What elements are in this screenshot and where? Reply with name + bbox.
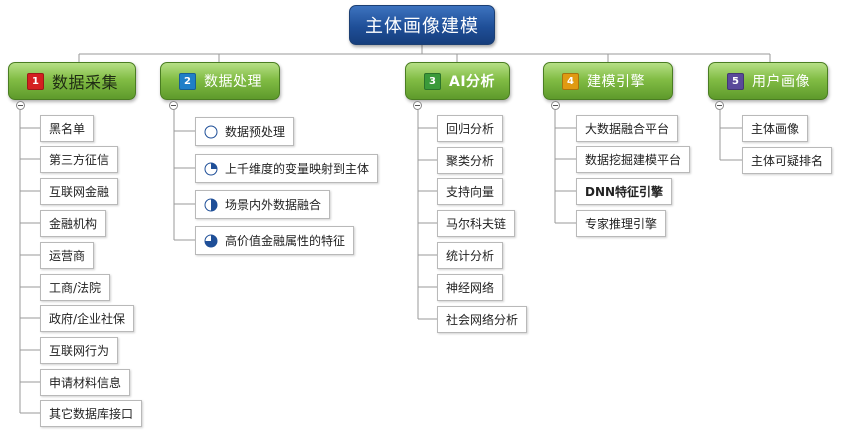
branch-number-badge: 3 — [424, 72, 441, 90]
leaf-label: 马尔科夫链 — [446, 217, 507, 231]
leaf-topic[interactable]: 主体画像 — [742, 115, 809, 142]
leaf-label: 聚类分析 — [446, 154, 495, 168]
progress-pie-outline — [204, 125, 218, 138]
leaf-label: 回归分析 — [446, 122, 495, 136]
leaf-label: 申请材料信息 — [49, 376, 122, 390]
leaf-topic[interactable]: 数据挖掘建模平台 — [576, 146, 691, 173]
progress-pie-icon — [204, 234, 218, 247]
leaf-label: 社会网络分析 — [446, 313, 519, 327]
leaf-topic[interactable]: 黑名单 — [40, 115, 95, 142]
leaf-topic[interactable]: 统计分析 — [437, 242, 504, 269]
progress-pie-fill — [205, 234, 217, 247]
collapse-toggle-icon[interactable] — [16, 101, 25, 110]
leaf-label: 互联网行为 — [49, 344, 110, 358]
leaf-topic[interactable]: 运营商 — [40, 242, 95, 269]
leaf-topic[interactable]: 场景内外数据融合 — [195, 190, 331, 219]
branch-label: 数据处理 — [204, 74, 262, 90]
leaf-label: 神经网络 — [446, 281, 495, 295]
leaf-topic[interactable]: 互联网行为 — [40, 337, 119, 364]
progress-pie-fill — [211, 198, 217, 211]
progress-pie-icon — [204, 198, 218, 211]
leaf-topic[interactable]: 支持向量 — [437, 178, 504, 205]
branch-label: AI分析 — [449, 74, 496, 90]
leaf-label: 主体可疑排名 — [751, 154, 824, 168]
branch-label: 数据采集 — [52, 73, 119, 92]
leaf-topic[interactable]: 专家推理引擎 — [576, 210, 667, 237]
leaf-label: 互联网金融 — [49, 185, 110, 199]
branch-label: 建模引擎 — [587, 74, 645, 90]
leaf-label: 统计分析 — [446, 249, 495, 263]
leaf-topic[interactable]: 上千维度的变量映射到主体 — [195, 154, 379, 183]
root-topic[interactable]: 主体画像建模 — [349, 5, 495, 45]
leaf-topic[interactable]: 工商/法院 — [40, 274, 111, 301]
leaf-label: 高价值金融属性的特征 — [225, 234, 346, 248]
leaf-label: 政府/企业社保 — [49, 312, 126, 326]
root-topic-label: 主体画像建模 — [365, 16, 479, 37]
progress-pie-icon — [204, 125, 218, 138]
leaf-label: 专家推理引擎 — [585, 217, 658, 231]
leaf-label: 支持向量 — [446, 185, 495, 199]
leaf-topic[interactable]: 神经网络 — [437, 274, 504, 301]
leaf-topic[interactable]: 数据预处理 — [195, 117, 295, 146]
leaf-topic[interactable]: 其它数据库接口 — [40, 400, 143, 427]
leaf-topic[interactable]: DNN特征引擎 — [576, 178, 673, 205]
branch-number-badge: 1 — [27, 72, 44, 90]
leaf-label: 第三方征信 — [49, 153, 110, 167]
leaf-topic[interactable]: 聚类分析 — [437, 147, 504, 174]
collapse-toggle-icon[interactable] — [169, 101, 178, 110]
progress-pie-fill — [211, 162, 217, 169]
branch-number-badge: 5 — [727, 72, 744, 90]
branch-modeling-engine[interactable]: 4 建模引擎 — [543, 62, 673, 100]
leaf-label: 金融机构 — [49, 217, 98, 231]
leaf-topic[interactable]: 大数据融合平台 — [576, 115, 679, 142]
leaf-label: 工商/法院 — [49, 281, 102, 295]
collapse-toggle-icon[interactable] — [413, 101, 422, 110]
leaf-topic[interactable]: 马尔科夫链 — [437, 210, 516, 237]
leaf-label: 上千维度的变量映射到主体 — [225, 162, 370, 176]
leaf-topic[interactable]: 政府/企业社保 — [40, 305, 135, 332]
branch-number-badge: 4 — [562, 72, 579, 90]
leaf-topic[interactable]: 互联网金融 — [40, 178, 119, 205]
leaf-label: 数据预处理 — [225, 125, 286, 139]
branch-number-badge: 2 — [179, 72, 196, 90]
leaf-topic[interactable]: 申请材料信息 — [40, 369, 131, 396]
branch-user-portrait[interactable]: 5 用户画像 — [708, 62, 828, 100]
leaf-label: 大数据融合平台 — [585, 122, 670, 136]
branch-data-processing[interactable]: 2 数据处理 — [160, 62, 280, 100]
leaf-label: 黑名单 — [49, 122, 86, 136]
leaf-topic[interactable]: 金融机构 — [40, 210, 107, 237]
branch-label: 用户画像 — [752, 74, 810, 90]
leaf-label: 场景内外数据融合 — [225, 198, 322, 212]
leaf-topic[interactable]: 社会网络分析 — [437, 306, 528, 333]
leaf-topic[interactable]: 第三方征信 — [40, 146, 119, 173]
collapse-toggle-icon[interactable] — [715, 101, 724, 110]
leaf-topic[interactable]: 回归分析 — [437, 115, 504, 142]
progress-pie-icon — [204, 162, 218, 175]
leaf-topic[interactable]: 主体可疑排名 — [742, 147, 833, 174]
leaf-label: DNN特征引擎 — [585, 185, 664, 199]
leaf-label: 数据挖掘建模平台 — [585, 153, 682, 167]
branch-ai-analysis[interactable]: 3 AI分析 — [405, 62, 510, 100]
leaf-label: 其它数据库接口 — [49, 407, 134, 421]
branch-data-collection[interactable]: 1 数据采集 — [8, 62, 136, 100]
leaf-label: 运营商 — [49, 249, 86, 263]
collapse-toggle-icon[interactable] — [551, 101, 560, 110]
leaf-topic[interactable]: 高价值金融属性的特征 — [195, 226, 355, 255]
leaf-label: 主体画像 — [751, 122, 800, 136]
